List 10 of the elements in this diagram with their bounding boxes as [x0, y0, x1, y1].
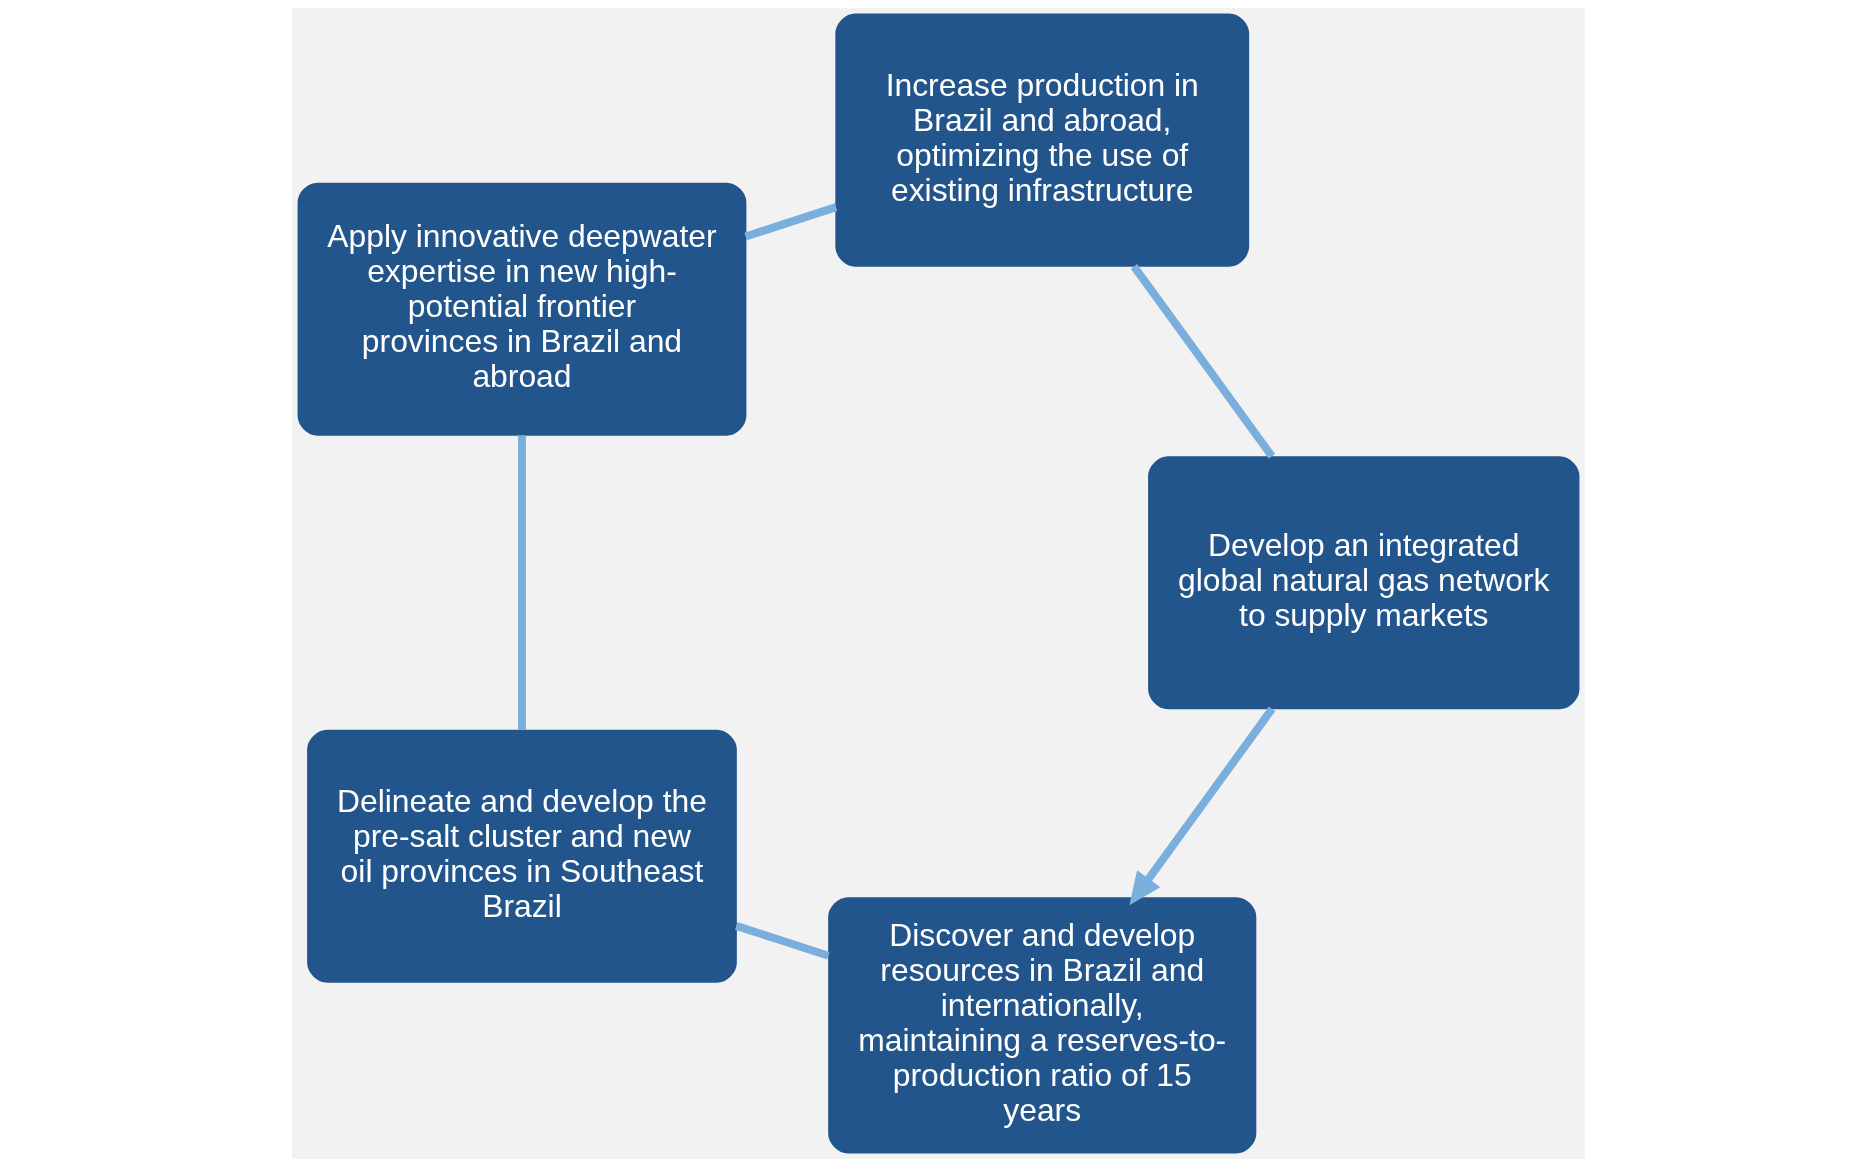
node-box: Delineate and develop the pre-salt cluster and new oil provinces in Southeast Brazil	[306, 729, 737, 983]
connector	[517, 435, 526, 731]
node-box: Develop an integrated global natural gas network to supply markets	[1147, 456, 1579, 710]
arrow	[1128, 706, 1275, 906]
node-box: Discover and develop resources in Brazil and internationally, maintaining a reserves-to-production ratio of 15 years	[827, 897, 1256, 1154]
node-box: Apply innovative deepwater expertise in new high-potential frontier provinces in Brazil and abroad	[297, 182, 746, 436]
node-box: Increase production in Brazil and abroad, optimizing the use of existing infrastructure	[834, 13, 1249, 267]
connector	[734, 922, 830, 960]
connector	[743, 203, 837, 241]
connector	[1130, 264, 1275, 459]
